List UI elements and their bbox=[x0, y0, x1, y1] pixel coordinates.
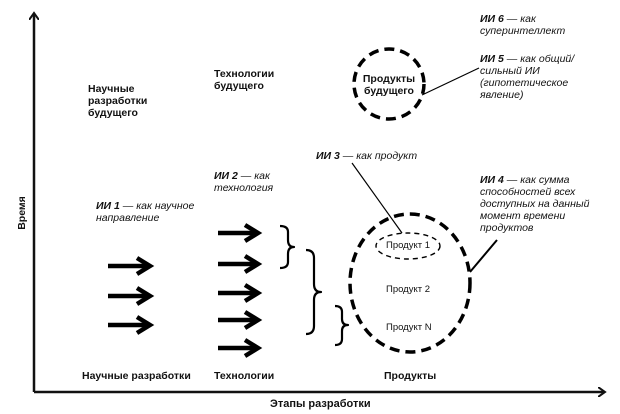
annotation-ai3-tag: ИИ 3 bbox=[316, 150, 340, 162]
x-axis-label: Этапы разработки bbox=[270, 398, 371, 410]
column-label-products: Продукты bbox=[384, 370, 437, 382]
brace-small bbox=[279, 224, 296, 270]
annotation-ai2-text: — как технология bbox=[214, 170, 274, 194]
research-arrows bbox=[108, 256, 155, 335]
annotation-ai5: ИИ 5 — как общий/сильный ИИ (гипотетичес… bbox=[480, 53, 584, 101]
annotation-ai3-text: — как продукт bbox=[339, 150, 418, 162]
brace-large bbox=[305, 248, 323, 336]
brace-bottom bbox=[334, 304, 350, 347]
annotation-ai6: ИИ 6 — как суперинтеллект bbox=[480, 13, 584, 37]
column-label-technologies: Технологии bbox=[214, 370, 275, 382]
column-label-research: Научные разработки bbox=[82, 370, 191, 382]
leader-ai3 bbox=[351, 162, 403, 234]
future-products-circle bbox=[352, 47, 426, 121]
annotation-ai5-tag: ИИ 5 bbox=[480, 53, 504, 65]
annotation-ai6-text: — как суперинтеллект bbox=[480, 13, 566, 37]
annotation-ai6-tag: ИИ 6 bbox=[480, 13, 504, 25]
leader-ai5 bbox=[421, 67, 480, 96]
technology-arrows bbox=[218, 223, 263, 358]
product-n-label: Продукт N bbox=[386, 322, 432, 333]
annotation-ai4: ИИ 4 — как сумма способностей всех досту… bbox=[480, 174, 602, 234]
arrow-icon bbox=[218, 223, 263, 243]
arrow-icon bbox=[218, 310, 263, 330]
annotation-ai1-text: — как научное направление bbox=[96, 200, 195, 224]
future-technologies-label: Технологии будущего bbox=[214, 68, 275, 92]
annotation-ai1-tag: ИИ 1 bbox=[96, 200, 120, 212]
product-1-label: Продукт 1 bbox=[386, 240, 431, 251]
product-2-label: Продукт 2 bbox=[386, 284, 431, 295]
product-1-ellipse bbox=[375, 232, 441, 260]
annotation-ai5-text: — как общий/сильный ИИ (гипотетическое я… bbox=[480, 53, 575, 101]
leader-ai4 bbox=[469, 239, 498, 273]
annotation-ai3: ИИ 3 — как продукт bbox=[316, 150, 417, 162]
arrow-icon bbox=[218, 338, 263, 358]
annotation-ai2: ИИ 2 — как технология bbox=[214, 170, 284, 194]
arrow-icon bbox=[108, 315, 155, 335]
annotation-ai2-tag: ИИ 2 bbox=[214, 170, 238, 182]
braces bbox=[279, 224, 350, 347]
annotation-ai1: ИИ 1 — как научное направление bbox=[96, 200, 206, 224]
future-research-label: Научные разработки будущего bbox=[88, 83, 148, 119]
arrow-icon bbox=[108, 286, 155, 306]
arrow-icon bbox=[218, 283, 263, 303]
arrow-icon bbox=[108, 256, 155, 276]
annotation-ai4-text: — как сумма способностей всех доступных … bbox=[480, 174, 590, 234]
annotation-ai4-tag: ИИ 4 bbox=[480, 174, 504, 186]
products-circle bbox=[348, 212, 472, 354]
y-axis-label: Время bbox=[16, 196, 28, 230]
arrow-icon bbox=[218, 254, 263, 274]
future-products-label: Продукты будущего bbox=[362, 73, 416, 97]
